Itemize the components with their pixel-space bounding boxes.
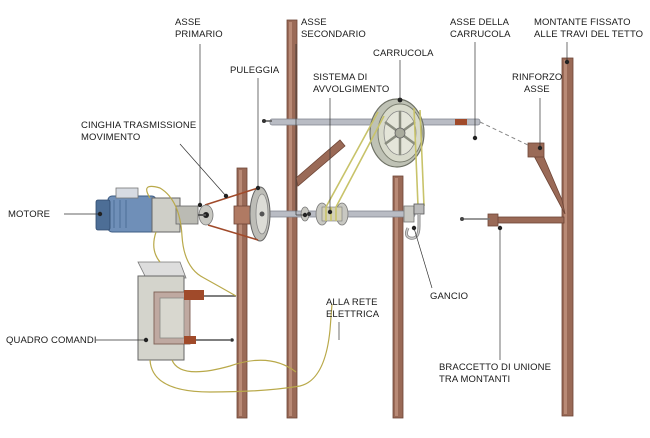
label-rinforzo-asse: RINFORZO ASSE	[512, 72, 565, 95]
label-sistema-avvolgimento: SISTEMA DI AVVOLGIMENTO	[313, 72, 389, 95]
lifting-ropes	[325, 107, 425, 208]
label-gancio: GANCIO	[430, 291, 468, 302]
post-connecting-arm	[495, 216, 565, 224]
label-carrucola: CARRUCOLA	[373, 48, 434, 59]
roof-mounted-post	[561, 57, 574, 417]
label-braccetto: BRACCETTO DI UNIONE TRA MONTANTI	[439, 362, 554, 385]
diagonal-brace	[295, 139, 346, 187]
label-puleggia: PULEGGIA	[230, 65, 280, 76]
electrical-wires	[146, 185, 333, 393]
label-montante: MONTANTE FISSATO ALLE TRAVI DEL TETTO	[534, 17, 643, 40]
label-quadro-comandi: QUADRO COMANDI	[6, 335, 97, 346]
label-asse-carrucola: ASSE DELLA CARRUCOLA	[450, 17, 511, 40]
leader-lines	[64, 42, 570, 360]
label-asse-primario: ASSE PRIMARIO	[175, 17, 223, 40]
axle-reinforcement-brace	[533, 147, 566, 215]
motor	[95, 187, 206, 233]
label-alla-rete: ALLA RETE ELETTRICA	[326, 297, 380, 320]
drive-belt	[204, 187, 259, 241]
control-box	[137, 261, 236, 361]
label-asse-secondario: ASSE SECONDARIO	[301, 17, 366, 40]
wooden-posts	[236, 19, 574, 419]
hook	[404, 203, 425, 240]
labels: ASSE PRIMARIO ASSE SECONDARIO ASSE DELLA…	[6, 17, 643, 385]
label-motore: MOTORE	[8, 209, 50, 220]
drive-pulley	[233, 186, 271, 242]
label-cinghia: CINGHIA TRASMISSIONE MOVIMENTO	[81, 120, 199, 143]
winding-system	[300, 202, 349, 226]
